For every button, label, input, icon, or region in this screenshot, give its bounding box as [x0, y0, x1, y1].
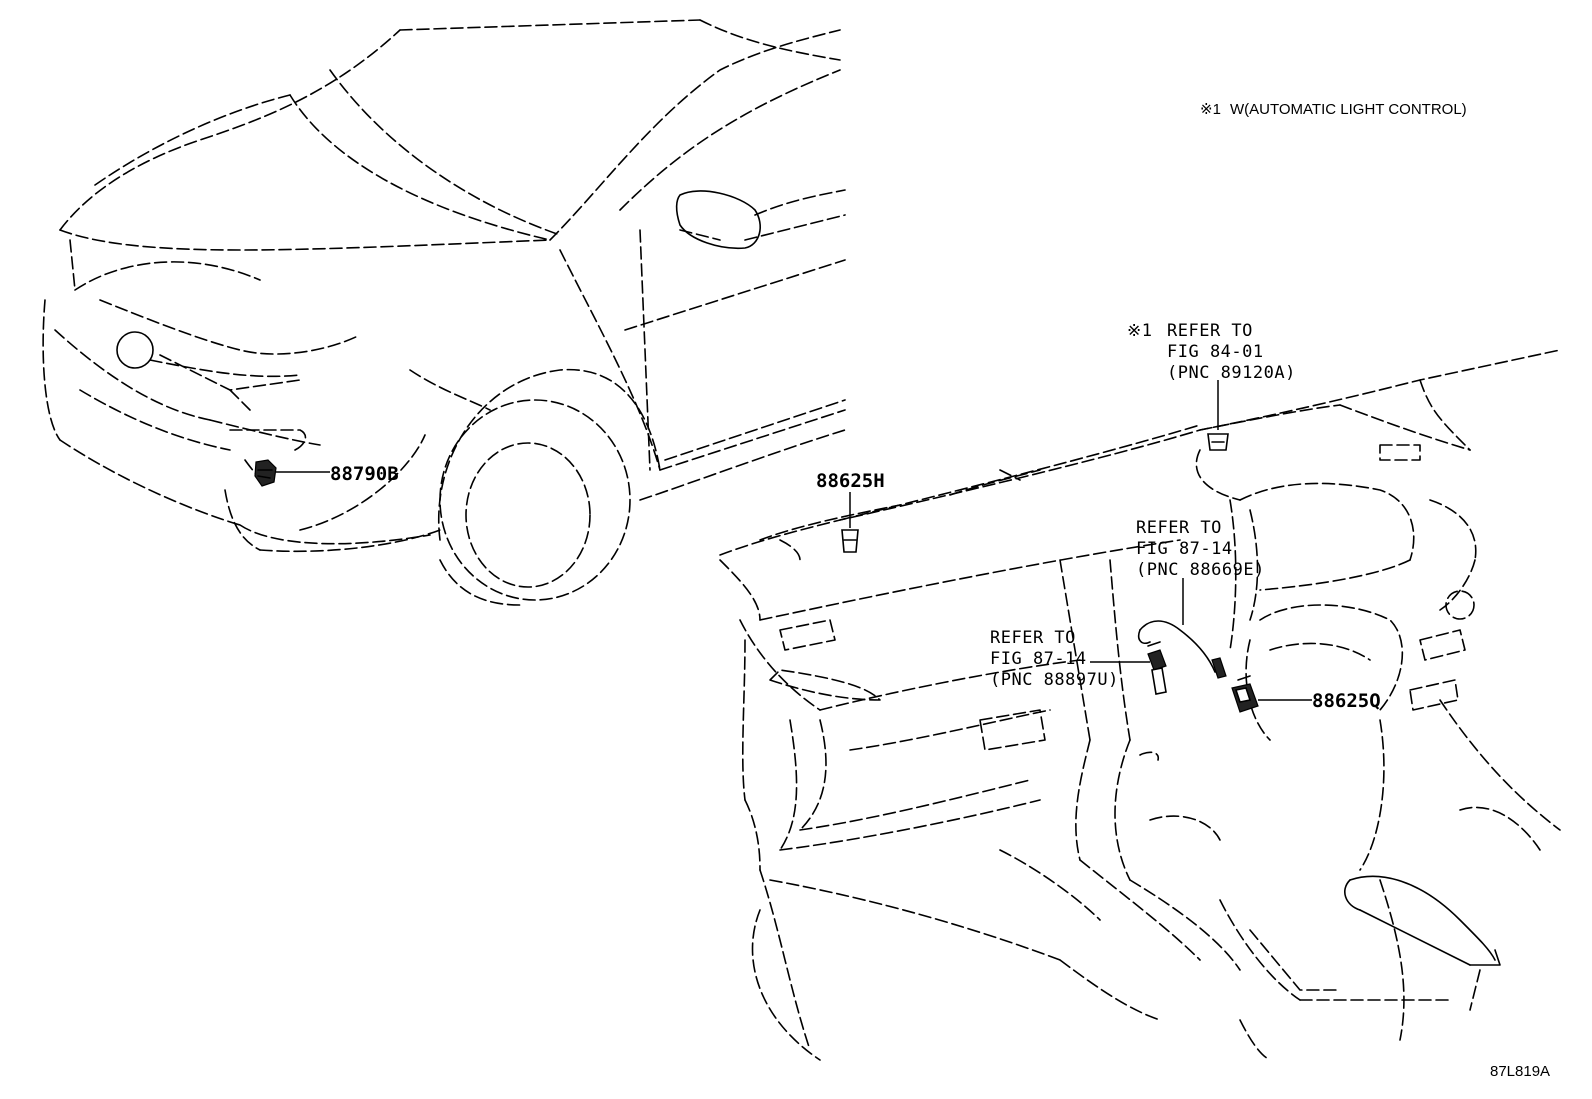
- reference-line-1[interactable]: REFER TO: [990, 628, 1076, 648]
- dashboard-illustration: [719, 349, 1561, 1061]
- switch-connector-icon[interactable]: [1231, 675, 1259, 713]
- legend-note: ※1 W(AUTOMATIC LIGHT CONTROL): [1200, 101, 1467, 118]
- part-label-88625H[interactable]: 88625H: [816, 470, 885, 492]
- note-text: W(AUTOMATIC LIGHT CONTROL): [1230, 101, 1467, 118]
- reference-88897U: REFER TO FIG 87-14 (PNC 88897U): [990, 628, 1119, 690]
- reference-line-1[interactable]: REFER TO: [1167, 321, 1253, 341]
- harness-clip-icon[interactable]: [1137, 620, 1227, 679]
- drawing-number: 87L819A: [1490, 1063, 1550, 1080]
- reference-mark-89120A: ※1: [1127, 321, 1152, 341]
- reference-line-2[interactable]: FIG 87-14: [990, 649, 1087, 669]
- part-label-88790B[interactable]: 88790B: [330, 463, 399, 485]
- reference-89120A: ※1 REFER TO FIG 84-01 (PNC 89120A): [1127, 321, 1296, 383]
- reference-line-2[interactable]: FIG 84-01: [1167, 342, 1264, 362]
- connector-88897U-icon[interactable]: [1147, 641, 1167, 695]
- front-bumper-sensor-icon[interactable]: [254, 459, 277, 487]
- reference-line-3[interactable]: (PNC 88897U): [990, 670, 1119, 690]
- part-label-88625Q[interactable]: 88625Q: [1312, 690, 1381, 712]
- note-symbol: ※1: [1200, 101, 1221, 118]
- dashboard-sensor-icon[interactable]: [841, 529, 859, 553]
- reference-line-2[interactable]: FIG 87-14: [1136, 539, 1233, 559]
- reference-line-3[interactable]: (PNC 89120A): [1167, 363, 1296, 383]
- reference-88669E: REFER TO FIG 87-14 (PNC 88669E): [1136, 518, 1265, 580]
- reference-line-1[interactable]: REFER TO: [1136, 518, 1222, 538]
- car-front-illustration: [42, 19, 846, 606]
- reference-line-3[interactable]: (PNC 88669E): [1136, 560, 1265, 580]
- automatic-light-sensor-icon[interactable]: [1207, 433, 1229, 451]
